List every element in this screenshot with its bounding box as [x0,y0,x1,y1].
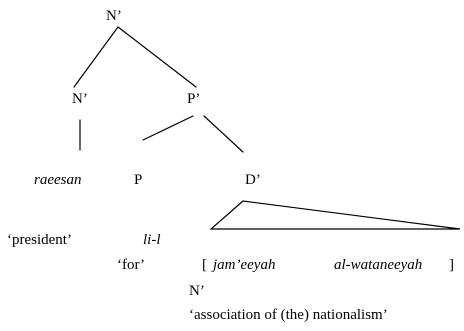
word-li-l: li-l [143,232,161,248]
branch-pbar-to-dbar [203,115,244,153]
gloss-association: ‘association of (the) nationalism’ [189,307,388,323]
word-raeesan: raeesan [34,172,82,188]
branch-root-to-pbar [117,26,197,88]
node-n-bar-left: N’ [72,91,88,107]
node-d-bar: D’ [245,172,261,188]
branch-root-to-nbar [73,26,119,88]
node-n-bar-bottom: N’ [189,283,205,299]
branch-pbar-to-p [142,115,194,141]
gloss-for: ‘for’ [117,257,146,273]
node-p-bar: P’ [187,91,201,107]
dbar-triangle [209,200,461,230]
gloss-president: ‘president’ [7,232,72,248]
bracket-open: [ [202,257,207,273]
bracket-close: ] [449,257,454,273]
word-jameeyah: jam’eeyah [213,257,276,273]
node-p-head: P [134,172,143,188]
word-al-wataneeyah: al-wataneeyah [334,257,423,273]
node-n-bar-root: N’ [106,8,122,24]
